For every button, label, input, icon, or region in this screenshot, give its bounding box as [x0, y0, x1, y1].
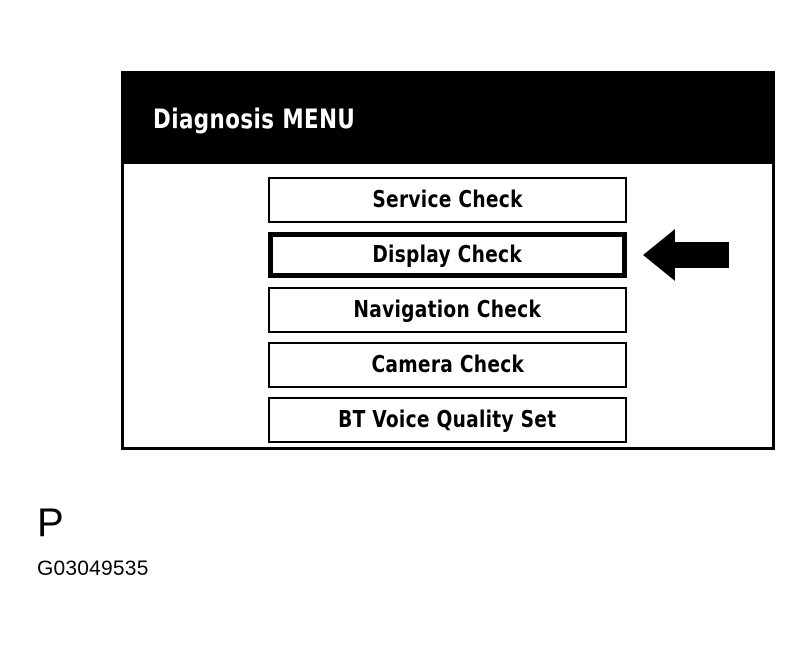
menu-button-label: Navigation Check — [353, 297, 542, 323]
menu-list: Service Check Display Check Navigation C… — [124, 164, 772, 447]
callout-letter: P — [37, 501, 64, 545]
figure-id: G03049535 — [37, 557, 149, 580]
head-unit-screen: Diagnosis MENU Service Check Display Che… — [121, 71, 775, 450]
page-title: Diagnosis MENU — [153, 103, 356, 135]
menu-button-display-check[interactable]: Display Check — [268, 232, 627, 278]
menu-button-bt-voice-quality-set[interactable]: BT Voice Quality Set — [268, 397, 627, 443]
menu-button-service-check[interactable]: Service Check — [268, 177, 627, 223]
menu-button-label: BT Voice Quality Set — [338, 407, 557, 433]
menu-button-label: Display Check — [372, 242, 523, 268]
left-arrow-icon — [643, 228, 729, 282]
screen-titlebar: Diagnosis MENU — [124, 74, 772, 164]
menu-button-label: Camera Check — [371, 352, 524, 378]
menu-button-label: Service Check — [372, 187, 523, 213]
menu-button-navigation-check[interactable]: Navigation Check — [268, 287, 627, 333]
menu-button-camera-check[interactable]: Camera Check — [268, 342, 627, 388]
